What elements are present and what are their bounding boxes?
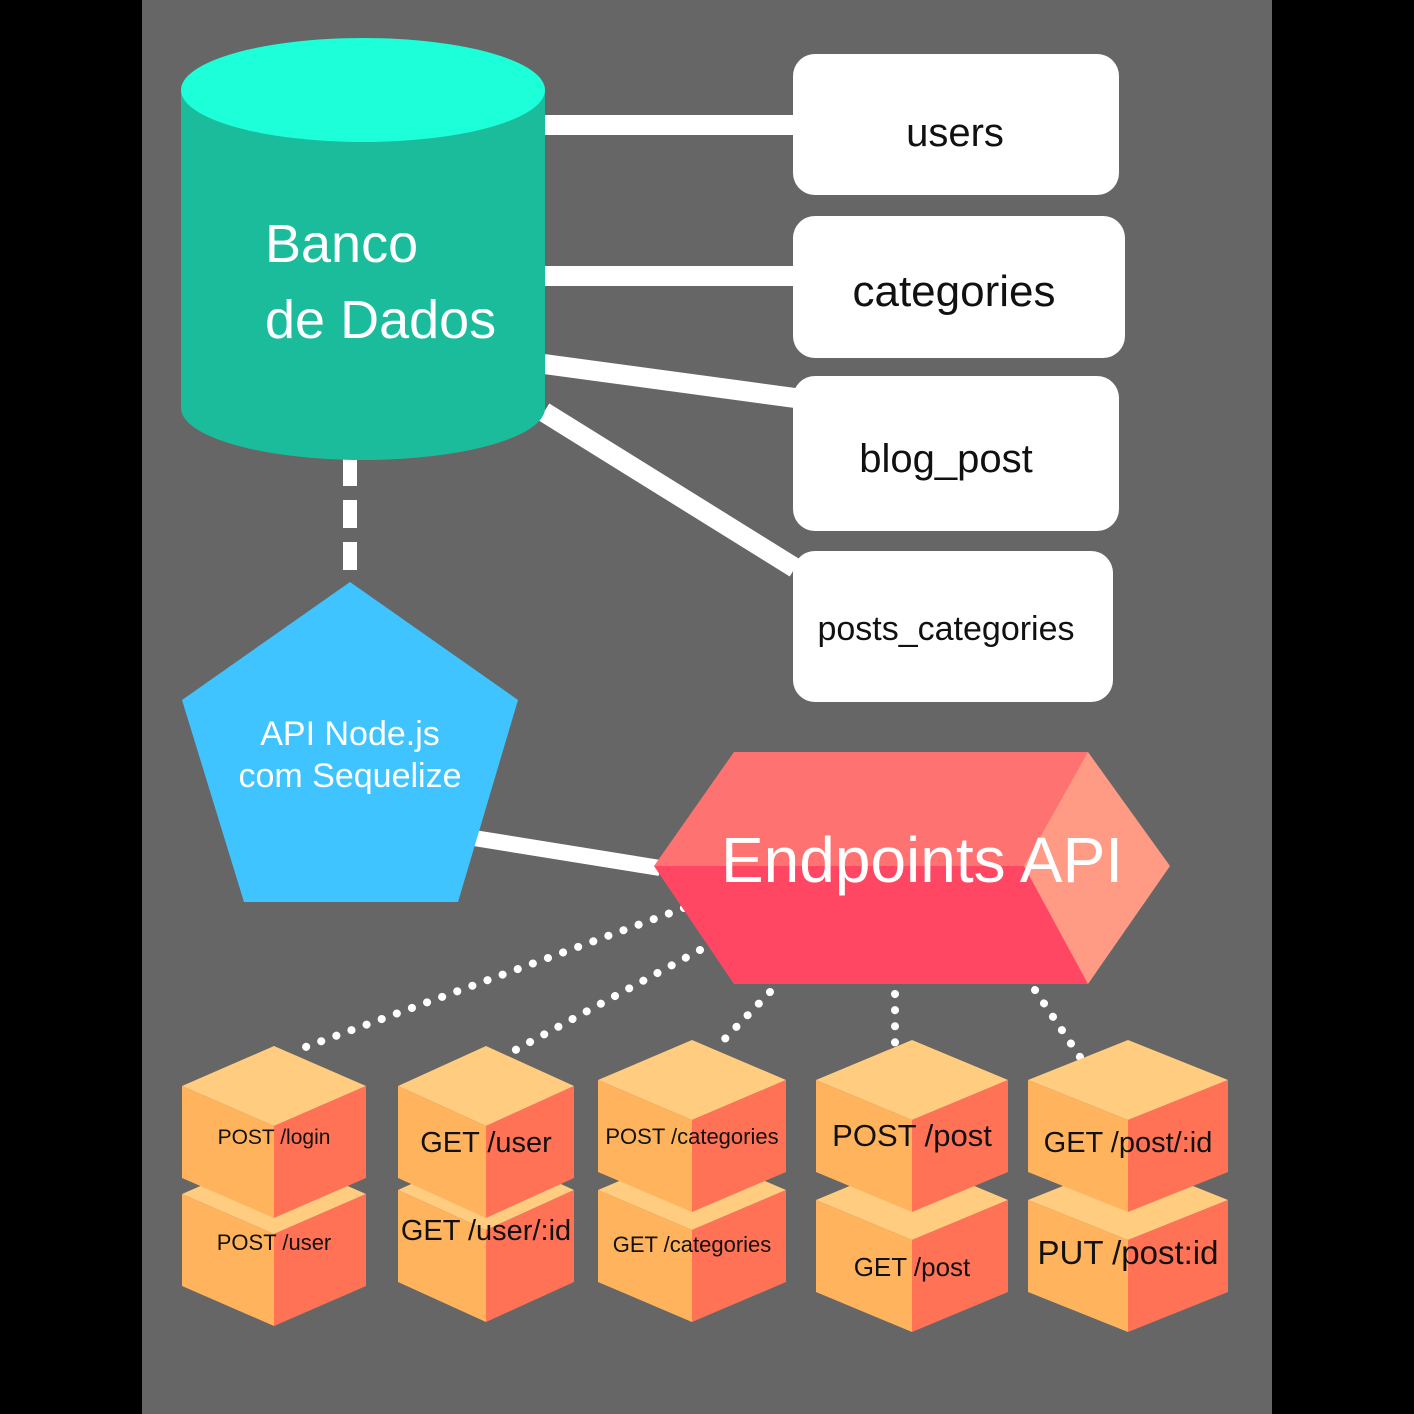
table-box	[793, 376, 1119, 531]
database-cylinder: Banco de Dados	[181, 38, 545, 460]
endpoints-hub: Endpoints API	[654, 752, 1170, 984]
endpoint-cube-top-1: POST /login	[182, 1046, 366, 1218]
cube-right-face	[274, 1194, 366, 1326]
table-name: users	[906, 111, 1004, 155]
cube-right-face	[912, 1200, 1008, 1332]
endpoint-label: GET /user/:id	[401, 1215, 571, 1247]
cube-left-face	[598, 1190, 692, 1322]
cube-right-face	[486, 1190, 574, 1322]
api-endpoints-connector	[472, 830, 662, 876]
cylinder-body	[181, 90, 545, 460]
db-table-connectors	[538, 115, 801, 577]
cube-right-face	[486, 1086, 574, 1218]
table-box-blog-post: blog_post	[793, 376, 1119, 531]
endpoint-label: POST /user	[217, 1230, 332, 1255]
endpoint-cube-top-5: GET /post/:id	[1028, 1040, 1228, 1212]
endpoint-label: GET /user	[420, 1127, 552, 1159]
endpoint-dotted-connectors	[288, 904, 1086, 1064]
database-label-line1: Banco	[265, 214, 418, 274]
api-pentagon: API Node.js com Sequelize	[182, 582, 518, 902]
connector-posts-categories	[538, 403, 801, 577]
cube-left-face	[816, 1200, 912, 1332]
cube-left-face	[398, 1086, 486, 1218]
table-box	[793, 551, 1113, 702]
hub-bottom-face	[654, 866, 1088, 984]
cube-right-face	[692, 1190, 786, 1322]
dots-col-1	[288, 904, 688, 1056]
api-label-line1: API Node.js	[260, 715, 440, 753]
cube-left-face	[1028, 1200, 1128, 1332]
cube-right-face	[1128, 1080, 1228, 1212]
cube-left-face	[816, 1080, 912, 1212]
database-label-line2: de Dados	[265, 290, 496, 350]
cube-left-face	[598, 1080, 692, 1212]
cube-right-face	[692, 1080, 786, 1212]
pentagon-shape	[182, 582, 518, 902]
endpoint-label: POST /post	[832, 1118, 992, 1153]
hub-side-face	[1024, 752, 1170, 984]
table-box-posts-categories: posts_categories	[793, 551, 1113, 702]
cylinder-top	[181, 38, 545, 142]
table-box-users: users	[793, 54, 1119, 195]
table-name: posts_categories	[817, 610, 1074, 648]
cube-right-face	[274, 1086, 366, 1218]
table-box-categories: categories	[793, 216, 1125, 358]
table-name: categories	[852, 267, 1055, 316]
endpoint-label: GET /categories	[613, 1232, 772, 1257]
endpoint-cube-top-3: POST /categories	[598, 1040, 786, 1212]
dots-col-5	[1031, 986, 1086, 1064]
cube-left-face	[1028, 1080, 1128, 1212]
hub-label: Endpoints API	[721, 824, 1123, 896]
endpoint-label: POST /login	[218, 1126, 331, 1149]
table-box	[793, 54, 1119, 195]
api-label-line2: com Sequelize	[238, 757, 461, 795]
dots-col-2	[504, 946, 704, 1058]
cube-right-face	[1128, 1200, 1228, 1332]
endpoint-label: POST /categories	[605, 1124, 778, 1149]
cube-left-face	[398, 1190, 486, 1322]
connector-blog-post	[542, 354, 797, 408]
cube-right-face	[912, 1080, 1008, 1212]
endpoint-cube-top-4: POST /post	[816, 1040, 1008, 1212]
hub-top-face	[654, 752, 1088, 866]
cube-left-face	[182, 1086, 274, 1218]
table-box	[793, 216, 1125, 358]
dots-col-3	[714, 988, 774, 1050]
endpoint-label: PUT /post:id	[1038, 1234, 1219, 1271]
endpoint-label: GET /post/:id	[1044, 1127, 1213, 1159]
endpoint-cube-top-2: GET /user	[398, 1046, 574, 1218]
cube-left-face	[182, 1194, 274, 1326]
table-name: blog_post	[859, 437, 1032, 481]
table-boxes: users categories blog_post posts_categor…	[793, 54, 1125, 702]
endpoint-label: GET /post	[854, 1252, 971, 1282]
